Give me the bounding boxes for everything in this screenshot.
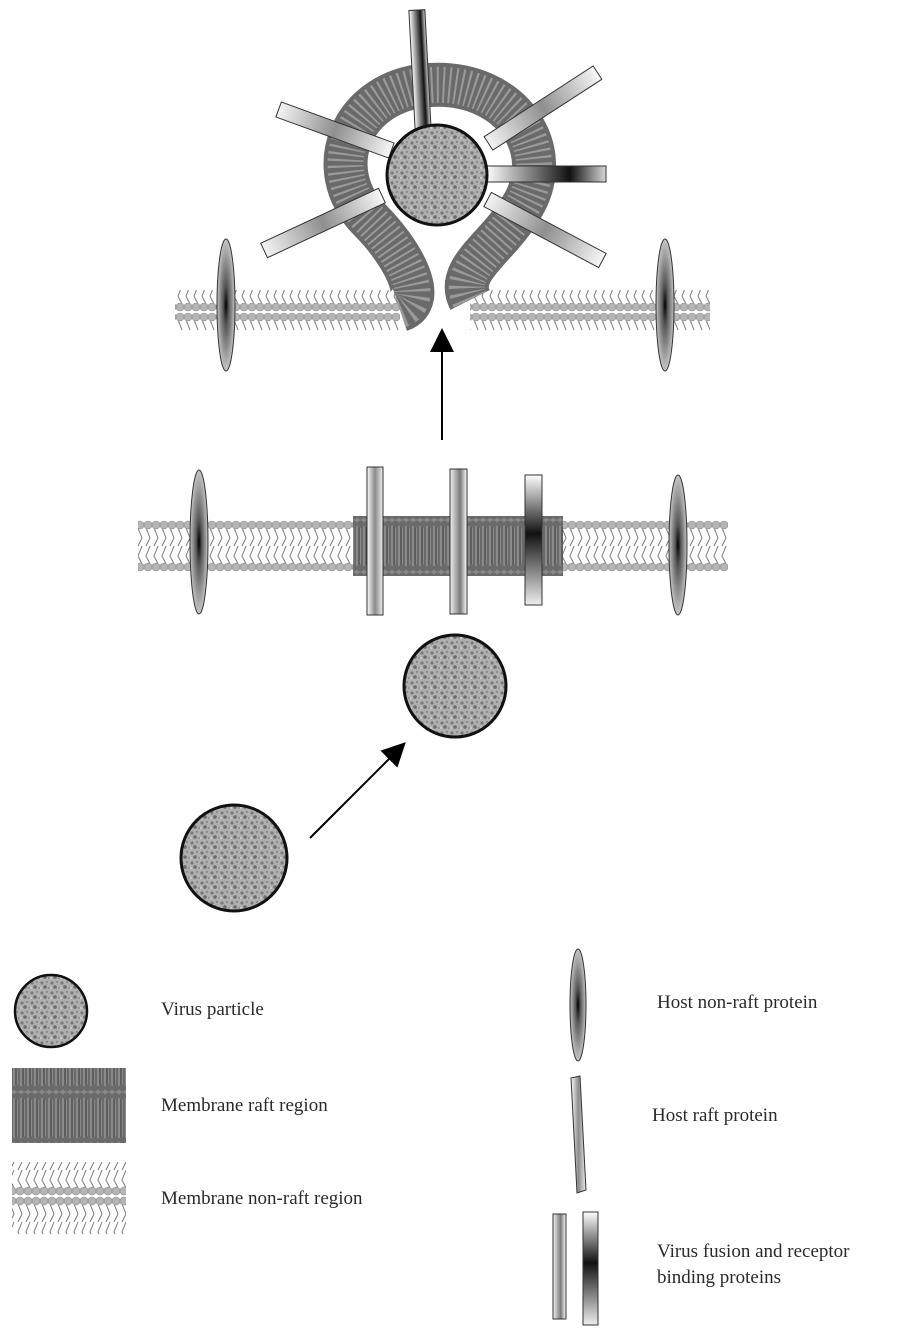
stage-3-internalization [175, 10, 710, 371]
host-non-raft-protein [190, 470, 208, 614]
legend-non-raft-region-icon [12, 1162, 126, 1234]
virus-particle-free [181, 805, 287, 911]
membrane-non-raft-mid-left [138, 520, 353, 572]
stage-2-binding [138, 467, 728, 615]
legend-host-raft-protein-icon [571, 1076, 586, 1193]
host-non-raft-protein [217, 239, 235, 371]
virus-protein-spike [486, 166, 606, 182]
legend-raft-region-icon [12, 1068, 126, 1143]
legend-virus-fusion-label-line1: Virus fusion and receptor [657, 1240, 850, 1264]
virus-particle-internalized [387, 125, 487, 225]
legend-raft-region-label: Membrane raft region [161, 1094, 328, 1118]
legend-virus-fusion-label-line2: binding proteins [657, 1266, 781, 1290]
virus-protein-receptor [525, 475, 542, 605]
membrane-non-raft-top-left [175, 290, 400, 330]
virus-protein-fusion [450, 469, 467, 614]
legend-host-raft-protein-label: Host raft protein [652, 1104, 778, 1128]
legend [12, 949, 598, 1325]
legend-virus-particle-label: Virus particle [161, 998, 264, 1022]
legend-host-non-raft-protein-icon [570, 949, 586, 1061]
arrow-diagonal [310, 745, 403, 838]
host-non-raft-protein [669, 475, 687, 615]
host-raft-protein [367, 467, 383, 615]
host-non-raft-protein [656, 239, 674, 371]
membrane-non-raft-mid-right [563, 520, 728, 572]
virus-particle-near [404, 635, 506, 737]
legend-virus-particle-icon [15, 975, 87, 1047]
legend-virus-protein-b-icon [583, 1212, 598, 1325]
legend-host-non-raft-protein-label: Host non-raft protein [657, 991, 817, 1015]
virus-protein-spike [409, 10, 431, 131]
legend-non-raft-region-label: Membrane non-raft region [161, 1187, 363, 1211]
legend-virus-protein-a-icon [553, 1214, 566, 1319]
